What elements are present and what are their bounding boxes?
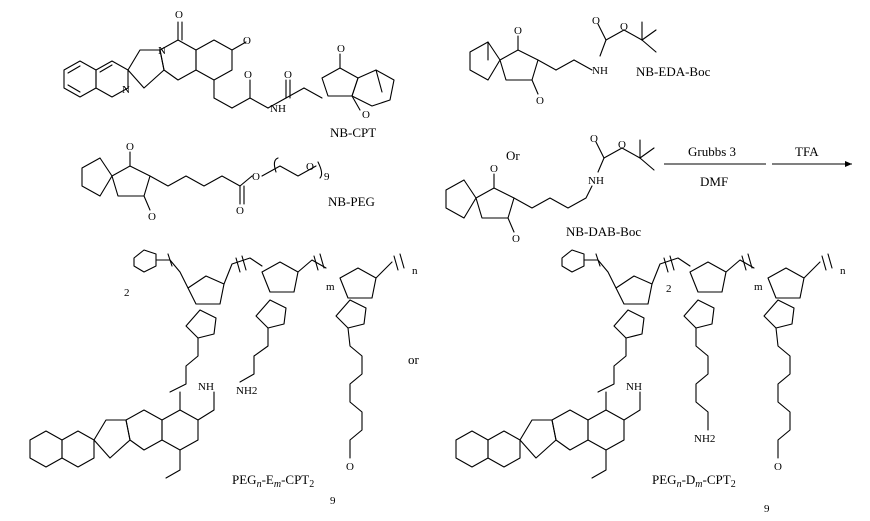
atom-o-1: O (175, 9, 183, 21)
nb-dab-boc-structure (445, 139, 655, 233)
atom-o-dab-4: O (618, 139, 626, 151)
atom-nh-left: NH (198, 381, 214, 393)
nb-cpt-structure (63, 21, 395, 111)
atom-o-dab-3: O (590, 133, 598, 145)
connector-or-top: Or (506, 148, 520, 163)
atom-o-peg-right: O (774, 461, 782, 473)
atom-o-3: O (244, 69, 252, 81)
repeat-2-left: 2 (124, 287, 130, 299)
label-product-left: PEGn-Em-CPT2 (232, 472, 314, 490)
atom-o-peg-5: O (306, 161, 314, 173)
reagent-grubbs3: Grubbs 3 (688, 144, 736, 159)
label-nb-peg: NB-PEG (328, 194, 375, 209)
atom-nh-1: NH (270, 103, 286, 115)
atom-nh-dab: NH (588, 175, 604, 187)
repeat-n-left: n (412, 265, 418, 277)
atom-o-6: O (362, 109, 370, 121)
label-nb-dab-boc: NB-DAB-Boc (566, 224, 641, 239)
product-right-structure (455, 249, 833, 479)
atom-nh-right: NH (626, 381, 642, 393)
peg-repeat-9-top: 9 (324, 171, 330, 183)
atom-o-peg-1: O (126, 141, 134, 153)
label-product-right: PEGn-Dm-CPT2 (652, 472, 736, 490)
atom-o-5: O (337, 43, 345, 55)
atom-o-peg-3: O (236, 205, 244, 217)
atom-n-1: N (122, 84, 130, 96)
atom-nh2-left: NH2 (236, 385, 257, 397)
nb-eda-boc-structure (469, 21, 657, 95)
repeat-m-right: m (754, 281, 763, 293)
atom-o-2: O (243, 35, 251, 47)
solvent-dmf: DMF (700, 174, 728, 189)
atom-o-dab-1: O (490, 163, 498, 175)
peg-repeat-9-right: 9 (764, 503, 770, 515)
atom-o-eda-4: O (620, 21, 628, 33)
atom-o-eda-2: O (536, 95, 544, 107)
label-nb-cpt: NB-CPT (330, 125, 376, 140)
atom-o-peg-left: O (346, 461, 354, 473)
reaction-arrows (664, 161, 852, 167)
atom-o-eda-1: O (514, 25, 522, 37)
label-nb-eda-boc: NB-EDA-Boc (636, 64, 711, 79)
atom-o-peg-4: O (252, 171, 260, 183)
peg-repeat-9-left: 9 (330, 495, 336, 507)
atom-nh-eda: NH (592, 65, 608, 77)
atom-nh2-right: NH2 (694, 433, 715, 445)
atom-o-eda-3: O (592, 15, 600, 27)
atom-o-dab-2: O (512, 233, 520, 245)
atom-n-2: N (158, 45, 166, 57)
nb-peg-structure (81, 151, 323, 211)
repeat-n-right: n (840, 265, 846, 277)
repeat-m-left: m (326, 281, 335, 293)
atom-o-4: O (284, 69, 292, 81)
product-left-structure (29, 249, 405, 479)
atom-o-peg-2: O (148, 211, 156, 223)
reagent-tfa: TFA (795, 144, 819, 159)
connector-or-bottom: or (408, 352, 420, 367)
repeat-2-right: 2 (666, 283, 672, 295)
